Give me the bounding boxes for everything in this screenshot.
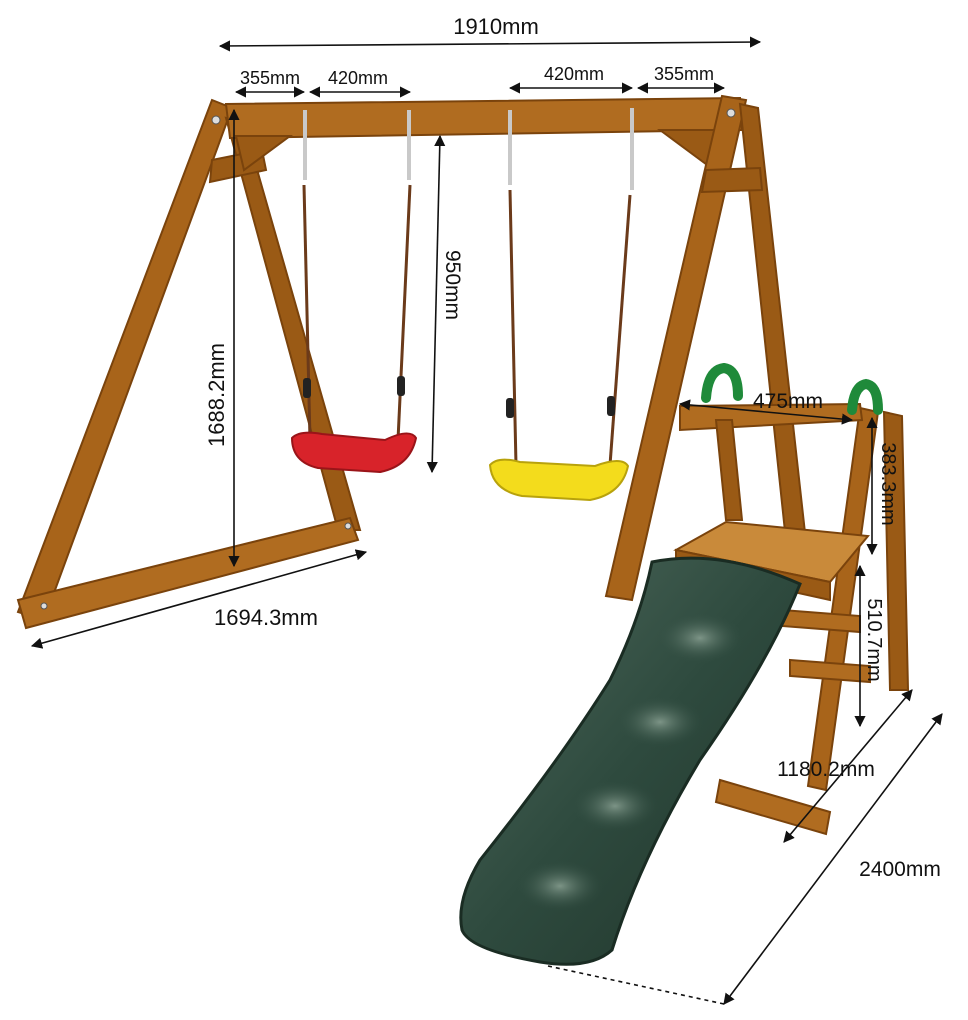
red-swing-seat	[290, 431, 418, 474]
right-crossbar	[700, 166, 764, 194]
overall-depth-line	[723, 713, 943, 1005]
slide-bump	[571, 780, 659, 832]
label-right-seg-b: 355mm	[654, 64, 714, 84]
dimension-labels: 1910mm 355mm 420mm 420mm 355mm 950mm 168…	[204, 14, 941, 881]
handle-left	[701, 362, 743, 403]
rope-grip	[397, 376, 405, 396]
label-slide-side-depth: 1180.2mm	[777, 758, 875, 781]
left-swing	[290, 110, 418, 474]
right-front-leg	[604, 94, 748, 602]
ground-guide-line	[547, 965, 725, 1005]
rope-grip	[607, 396, 615, 416]
bolt	[40, 602, 48, 610]
platform-width-line	[678, 399, 854, 425]
slide-bump	[656, 612, 744, 664]
label-rail-height: 383.3mm	[877, 442, 899, 525]
tower-back-post	[714, 419, 744, 521]
swing-drop-line	[426, 134, 446, 474]
rope	[608, 194, 632, 466]
left-front-leg	[16, 98, 234, 622]
label-frame-height: 1688.2mm	[204, 343, 229, 447]
label-overall-depth: 2400mm	[859, 858, 941, 881]
label-right-seg-a: 420mm	[544, 64, 604, 84]
rope	[396, 184, 412, 441]
label-frame-depth: 1694.3mm	[214, 605, 318, 630]
rope-grip	[506, 398, 514, 418]
slide	[459, 556, 802, 966]
label-left-seg-a: 355mm	[240, 68, 300, 88]
label-platform-width: 475mm	[753, 390, 823, 413]
bolt	[211, 115, 221, 125]
top-width-line	[218, 36, 762, 52]
bolt	[344, 522, 352, 530]
swing-frame	[16, 94, 810, 630]
right-swing	[488, 108, 634, 502]
label-swing-drop: 950mm	[441, 250, 464, 320]
ladder-rung	[789, 658, 871, 684]
rope	[508, 189, 518, 466]
frame-depth-line	[30, 549, 368, 649]
rope-grip	[303, 378, 311, 398]
label-top-width: 1910mm	[453, 14, 539, 39]
yellow-swing-seat	[488, 458, 630, 502]
dimension-lines	[30, 36, 943, 1005]
slide-bump	[516, 860, 604, 912]
bolt	[726, 108, 736, 118]
label-platform-height: 510.7mm	[863, 598, 885, 681]
label-left-seg-b: 420mm	[328, 68, 388, 88]
handle-right	[847, 378, 883, 415]
slide-bump	[616, 696, 704, 748]
slide-chute	[459, 556, 802, 966]
left-beam-brace	[234, 135, 294, 172]
